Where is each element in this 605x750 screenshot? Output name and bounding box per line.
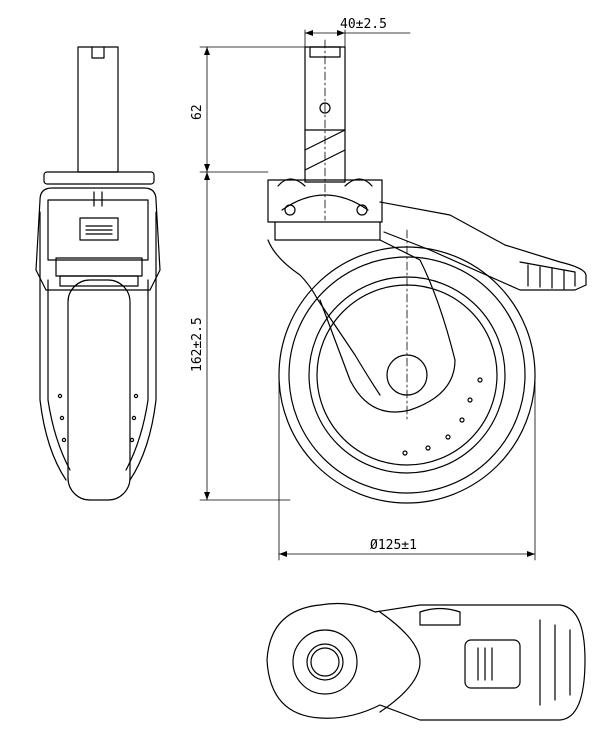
dimension-lines — [199, 29, 536, 561]
wheel-diameter-label: Ø125±1 — [370, 538, 417, 553]
front-view — [35, 46, 161, 501]
width-dimension-label: 40±2.5 — [340, 17, 387, 32]
top-brake-button — [464, 639, 521, 689]
front-wheel — [67, 279, 131, 501]
front-housing — [35, 187, 161, 291]
stem-notch — [91, 46, 105, 59]
front-stem — [77, 46, 119, 173]
side-view — [267, 39, 587, 504]
front-brake-button — [79, 217, 119, 241]
stem-hole — [319, 102, 331, 114]
front-top-plate — [43, 171, 155, 185]
stem-height-label: 62 — [190, 104, 205, 120]
total-height-label: 162±2.5 — [190, 317, 205, 372]
top-view — [266, 602, 586, 721]
arrowheads — [204, 30, 535, 557]
